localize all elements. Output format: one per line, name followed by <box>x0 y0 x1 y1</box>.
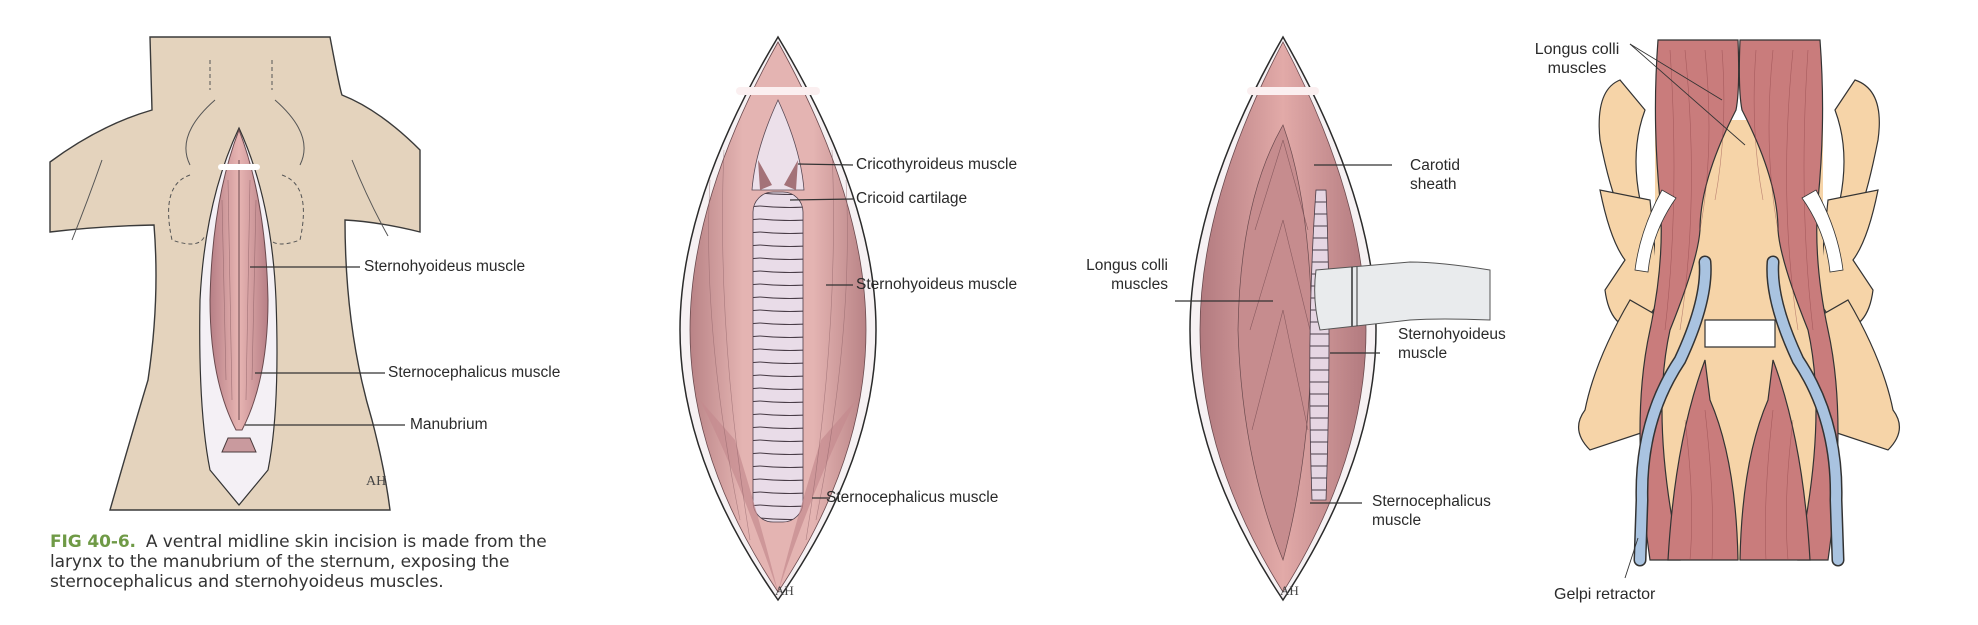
panel-trachea-exposure: AH Cricothyroideus muscle Cricoid cartil… <box>640 0 1060 625</box>
panel-skin-incision: AH Sternohyoideus muscle Sternocephalicu… <box>0 0 620 625</box>
artist-signature: AH <box>366 474 386 489</box>
figure-number: FIG 40-6. <box>50 532 136 552</box>
figure-caption: FIG 40-6.A ventral midline skin incision… <box>50 532 570 592</box>
label-carotid-sheath: Carotid sheath <box>1410 157 1460 193</box>
label-longus-colli: Longus colli muscles <box>1534 41 1620 77</box>
label-manubrium: Manubrium <box>410 416 488 433</box>
label-sternocephalicus: Sternocephalicus muscle <box>1372 493 1491 529</box>
longus-colli-illustration: AH <box>1175 35 1491 602</box>
vertebrae-gelpi-illustration <box>1578 39 1900 579</box>
panel-longus-colli-exposure: AH Carotid sheath Longus colli muscles S… <box>1080 0 1510 625</box>
label-sternohyoideus: Sternohyoideus muscle <box>364 258 526 275</box>
label-sternocephalicus: Sternocephalicus muscle <box>388 364 561 381</box>
label-longus-colli: Longus colli muscles <box>1086 257 1168 293</box>
label-cricoid-cartilage: Cricoid cartilage <box>856 190 968 207</box>
label-gelpi-retractor: Gelpi retractor <box>1554 586 1656 603</box>
label-sternohyoideus: Sternohyoideus muscle <box>856 276 1018 293</box>
neck-incision-illustration: AH <box>49 36 421 511</box>
label-cricothyroideus: Cricothyroideus muscle <box>856 156 1018 173</box>
artist-signature: AH <box>1280 583 1299 598</box>
caption-text: A ventral midline skin incision is made … <box>50 532 547 592</box>
panel-vertebral-exposure: Longus colli muscles Gelpi retractor <box>1500 0 1978 625</box>
artist-signature: AH <box>775 583 794 598</box>
label-sternocephalicus: Sternocephalicus muscle <box>826 489 999 506</box>
trachea-illustration: AH <box>679 35 877 602</box>
label-sternohyoideus: Sternohyoideus muscle <box>1398 326 1506 362</box>
